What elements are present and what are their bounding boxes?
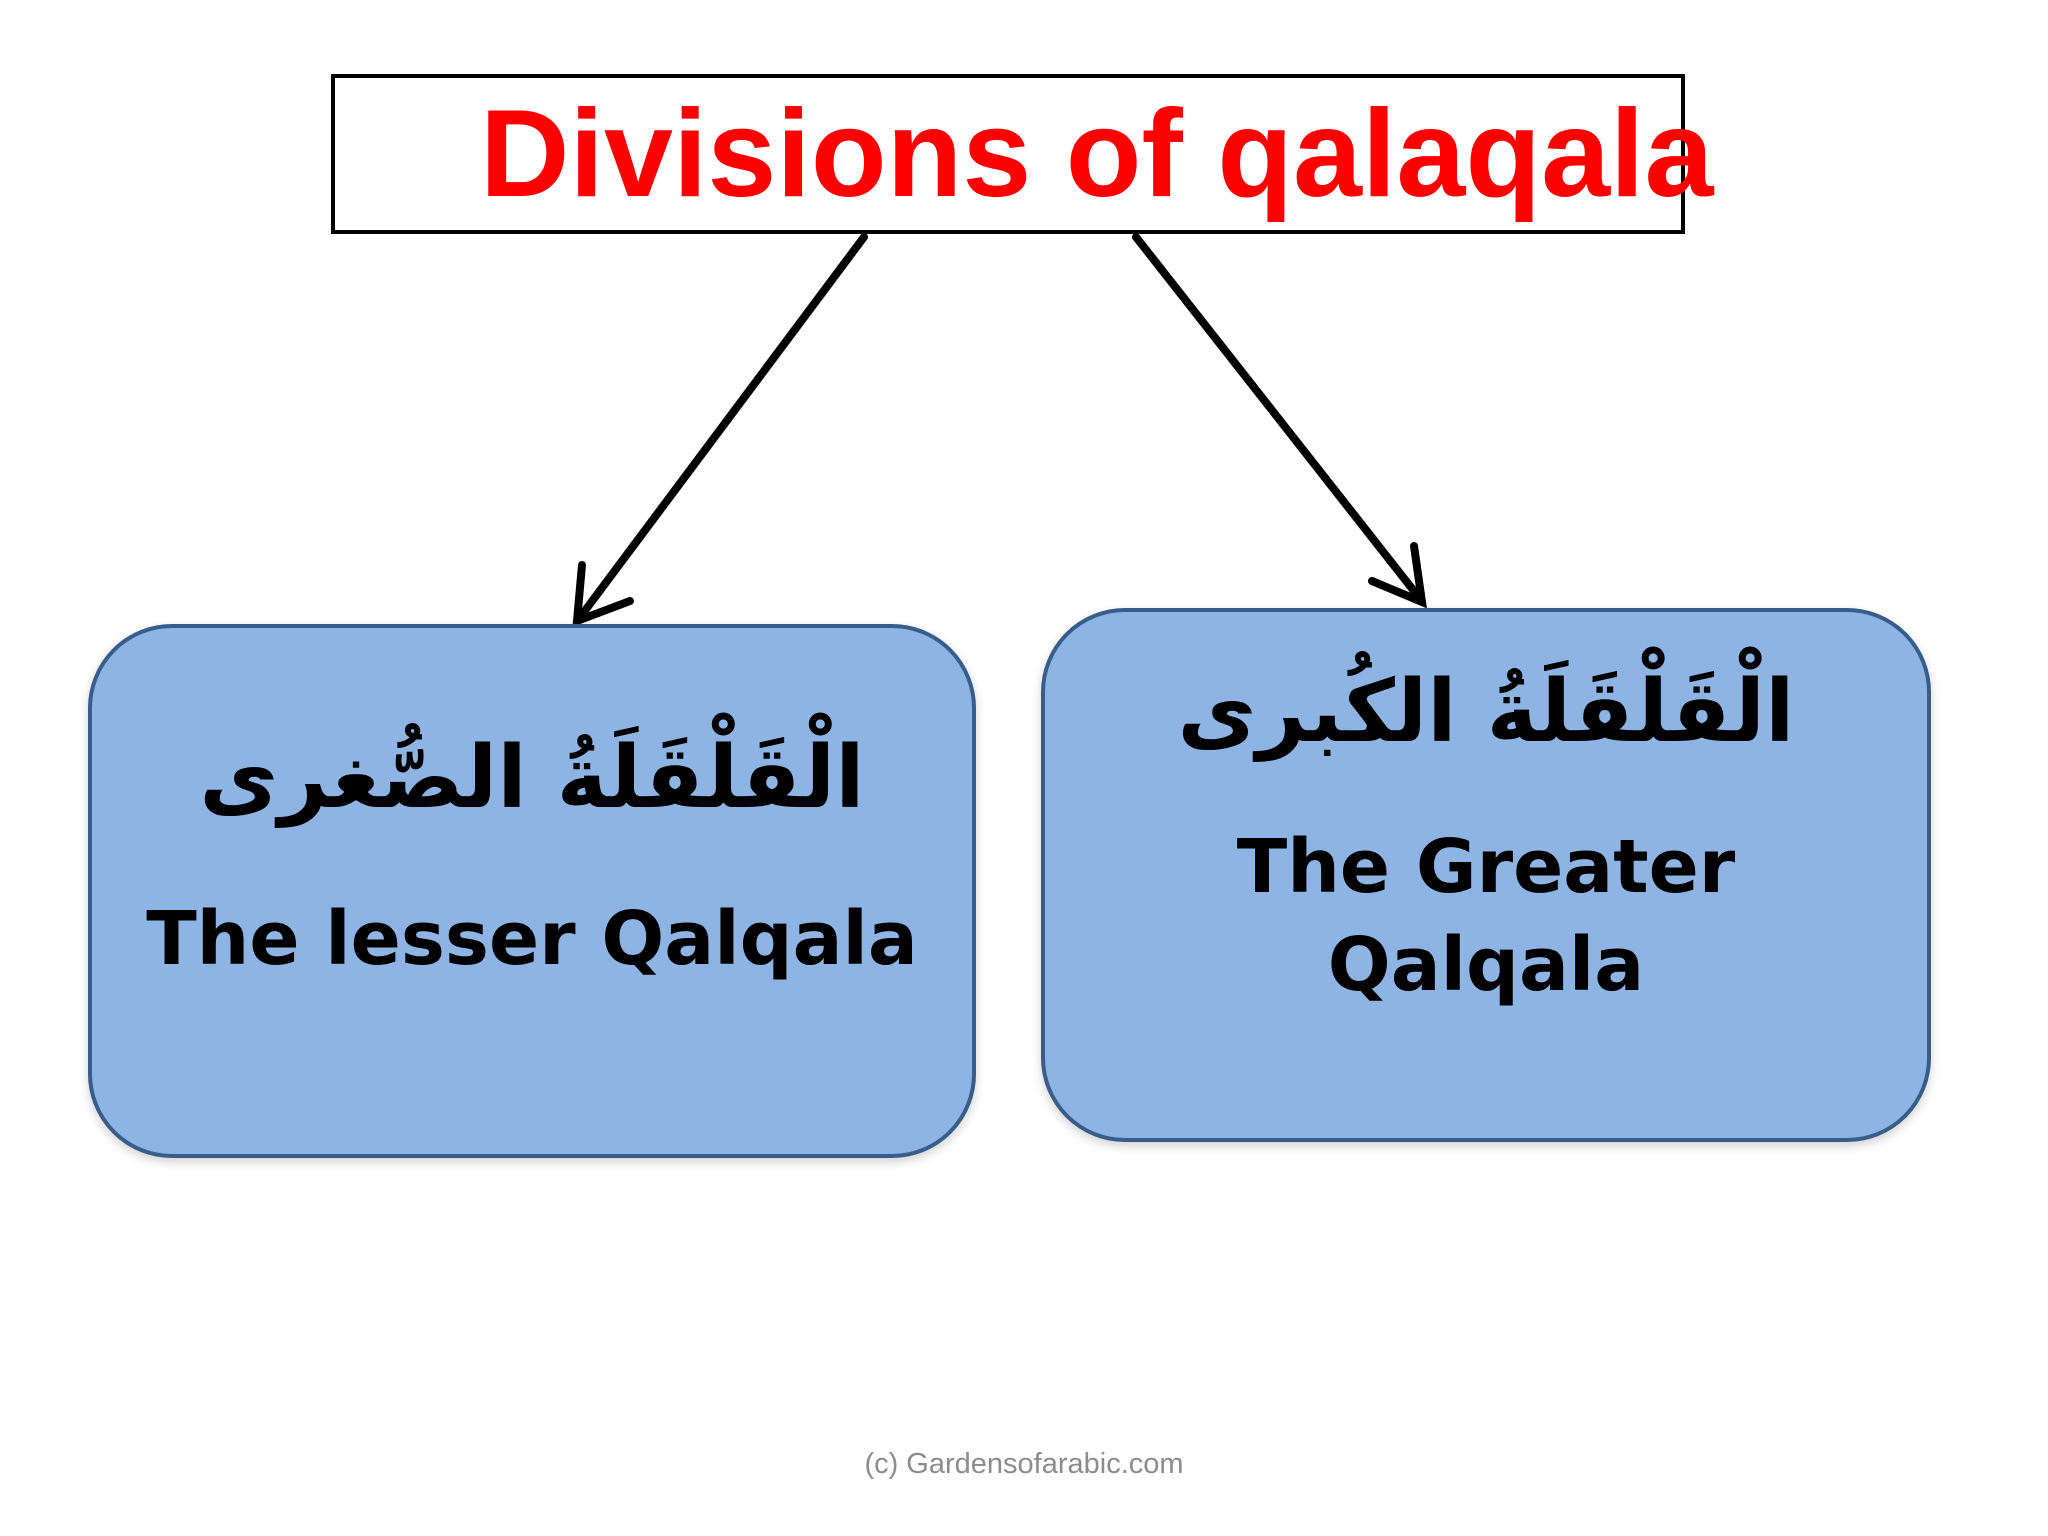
arrow-to-lesser-qalqala xyxy=(572,233,868,627)
greater-qalqala-arabic: الْقَلْقَلَةُ الكُبرى xyxy=(1177,662,1795,762)
lesser-qalqala-arabic: الْقَلْقَلَةُ الصُّغرى xyxy=(199,728,865,828)
arrow-to-greater-qalqala xyxy=(1132,233,1427,609)
arrow-right-shaft xyxy=(1132,233,1425,604)
greater-qalqala-card: الْقَلْقَلَةُ الكُبرى The Greater Qalqal… xyxy=(1041,608,1931,1142)
diagram-title: Divisions of qalaqala xyxy=(480,85,1714,223)
copyright-footer: (c) Gardensofarabic.com xyxy=(864,1448,1184,1480)
greater-qalqala-english: The Greater Qalqala xyxy=(1236,824,1736,1008)
lesser-qalqala-english: The lesser Qalqala xyxy=(146,896,918,982)
title-box: Divisions of qalaqala xyxy=(331,74,1713,234)
arrow-right-head xyxy=(1368,542,1427,609)
arrow-left-shaft xyxy=(574,233,868,624)
arrow-left-head xyxy=(572,561,634,627)
lesser-qalqala-card: الْقَلْقَلَةُ الصُّغرى The lesser Qalqal… xyxy=(88,624,976,1158)
